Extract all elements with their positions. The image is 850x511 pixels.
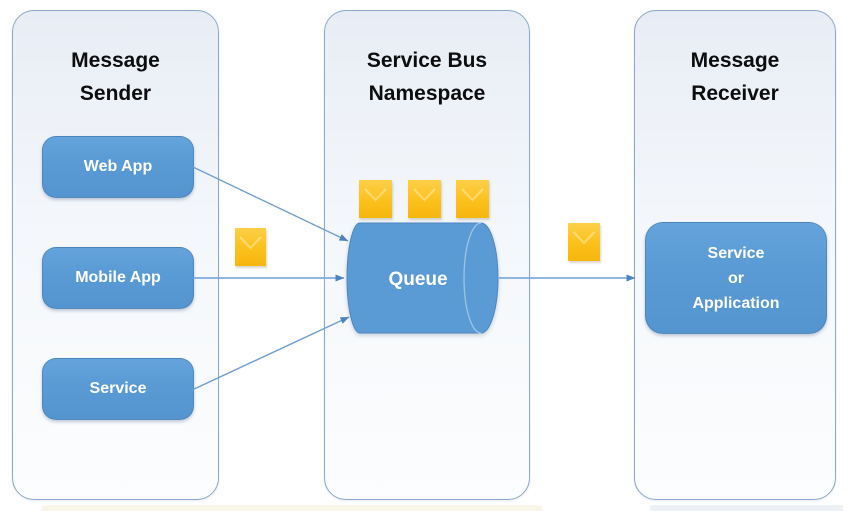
node-web-app: Web App (42, 136, 194, 198)
node-label-line: or (727, 269, 744, 287)
message-envelope-icon (568, 223, 600, 261)
queue-label: Queue (388, 269, 447, 290)
title-line: Message (690, 49, 780, 72)
envelope-flap (364, 188, 387, 202)
title-line: Namespace (368, 82, 486, 105)
envelope-flap (572, 231, 596, 245)
node-mobile-app: Mobile App (42, 247, 194, 309)
envelope-flap (461, 188, 484, 202)
node-service: Service (42, 358, 194, 420)
node-label: Web App (83, 158, 153, 175)
envelope-flap (239, 236, 262, 250)
node-label: Service or Application (692, 241, 779, 316)
title-line: Service Bus (366, 49, 488, 72)
envelope-flap (413, 188, 436, 202)
page-bottom-strip (42, 505, 542, 511)
title-line: Receiver (691, 82, 779, 105)
panel-title-message-sender: Message Sender (13, 44, 218, 110)
node-label: Service (89, 380, 147, 397)
queue-cylinder-end-cap-edge (463, 222, 482, 334)
title-line: Message (71, 49, 160, 72)
panel-title-message-receiver: Message Receiver (635, 44, 835, 110)
node-label: Mobile App (75, 269, 161, 286)
node-label-line: Application (692, 294, 780, 312)
title-line: Sender (79, 82, 152, 105)
queue-cylinder: Queue (346, 222, 499, 334)
message-envelope-icon (456, 180, 489, 218)
message-envelope-icon (235, 228, 266, 266)
message-envelope-icon (408, 180, 441, 218)
page-bottom-strip (650, 505, 843, 511)
message-envelope-icon (359, 180, 392, 218)
panel-title-service-bus-namespace: Service Bus Namespace (325, 44, 529, 110)
node-service-or-application: Service or Application (645, 222, 827, 334)
node-label-line: Service (707, 244, 765, 262)
